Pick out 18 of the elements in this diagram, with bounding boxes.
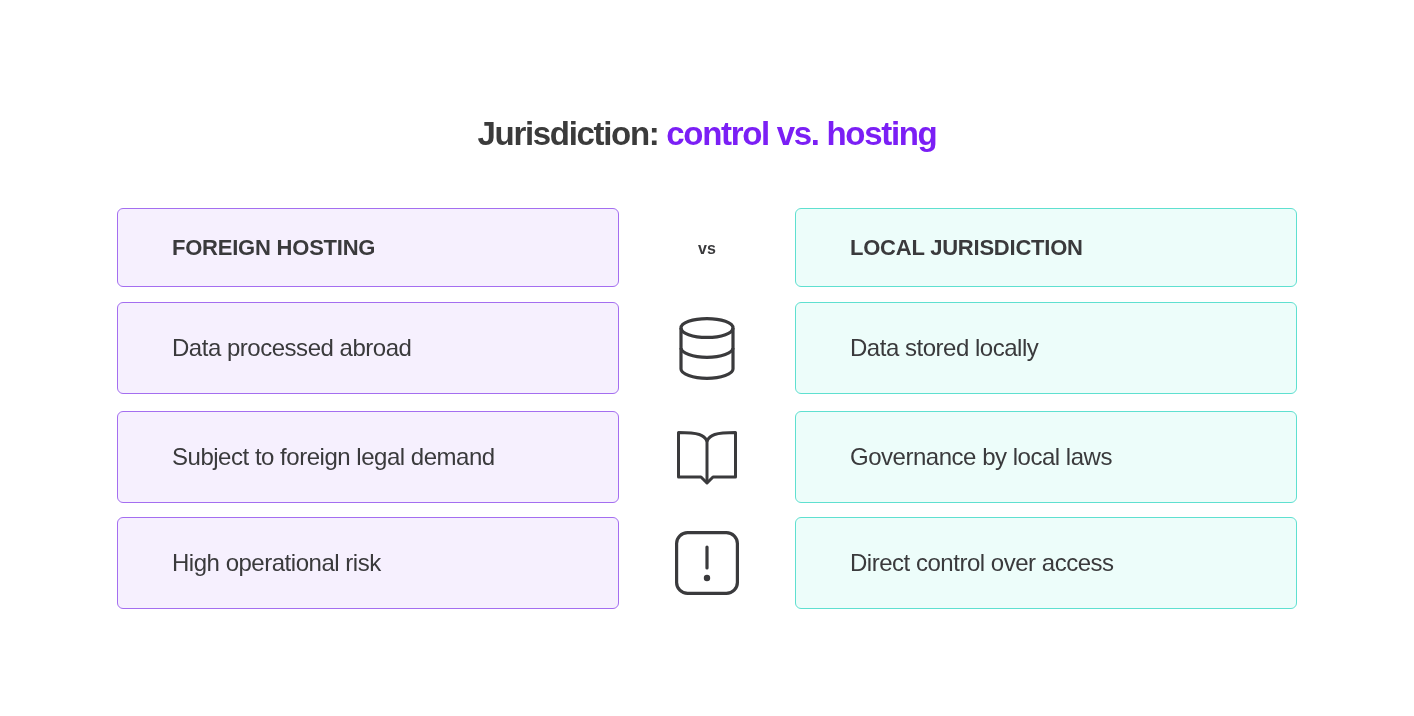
box-text: Governance by local laws bbox=[850, 442, 1113, 472]
title: Jurisdiction: control vs. hosting bbox=[477, 114, 937, 154]
comparison-box bbox=[795, 411, 1297, 503]
comparison-box bbox=[795, 302, 1297, 394]
column-heading: FOREIGN HOSTING bbox=[172, 233, 377, 262]
column-header-box bbox=[795, 208, 1297, 287]
column-header-box bbox=[117, 208, 619, 287]
comparison-box bbox=[117, 411, 619, 503]
comparison-box bbox=[117, 302, 619, 394]
box-text: Subject to foreign legal demand bbox=[172, 442, 496, 472]
versus-label: vs bbox=[698, 239, 716, 259]
box-text: High operational risk bbox=[172, 548, 382, 578]
column-heading: LOCAL JURISDICTION bbox=[850, 233, 1084, 262]
box-text: Direct control over access bbox=[850, 548, 1115, 578]
box-text: Data stored locally bbox=[850, 333, 1040, 363]
comparison-box bbox=[117, 517, 619, 609]
comparison-box bbox=[795, 517, 1297, 609]
box-text: Data processed abroad bbox=[172, 333, 413, 363]
